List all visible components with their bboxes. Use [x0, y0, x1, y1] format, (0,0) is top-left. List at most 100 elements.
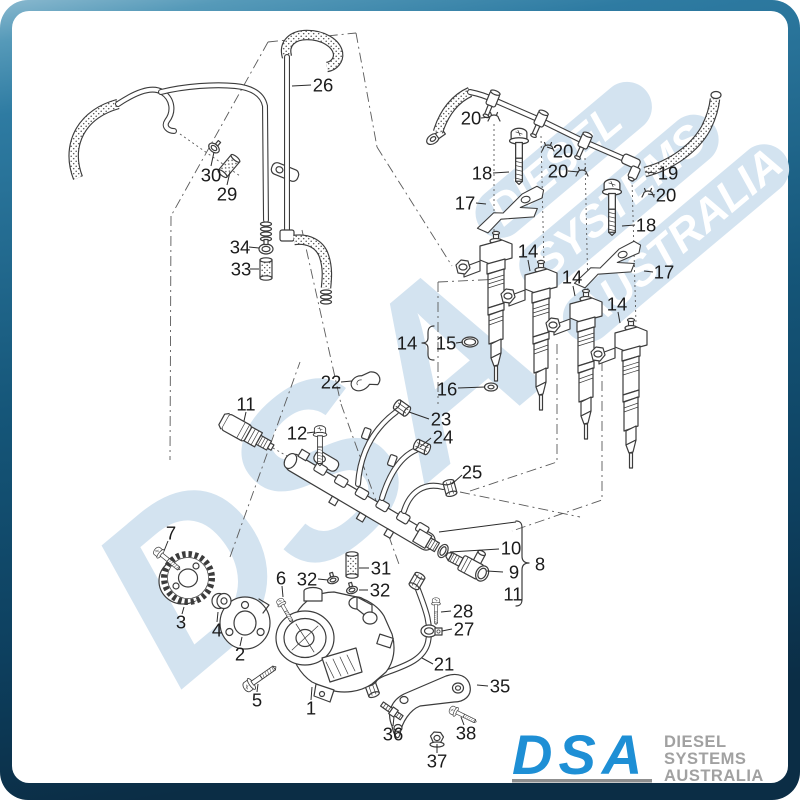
projection-lines [169, 32, 637, 568]
part-number-23: 23 [431, 408, 452, 429]
part-number-18: 18 [636, 214, 657, 235]
leader-line-30 [210, 151, 215, 167]
leader-line-14 [572, 285, 576, 297]
fitting-sleeve-31 [345, 551, 359, 579]
part-number-34: 34 [230, 236, 251, 257]
drive-hub-2 [219, 596, 271, 650]
elbow-connector-19 [621, 153, 641, 182]
diagram-art [68, 29, 722, 748]
leader-line-22 [340, 380, 353, 383]
leader-line-16 [457, 386, 486, 389]
leader-line-17 [475, 202, 487, 205]
part-number-27: 27 [454, 618, 475, 639]
rail-end-group-8 [437, 520, 530, 607]
return-rail-assembly [426, 87, 722, 291]
part-number-2: 2 [235, 643, 245, 664]
leader-line-9 [486, 570, 504, 573]
leader-line-18 [621, 224, 636, 227]
leader-line-20 [480, 116, 491, 119]
stud-36 [379, 701, 404, 721]
support-bracket-35 [389, 673, 471, 739]
leader-line-24 [419, 437, 432, 448]
pressure-valve-9 [445, 549, 490, 582]
high-pressure-pump-1 [275, 586, 395, 703]
leader-line-38 [460, 716, 465, 726]
leader-line-3 [181, 606, 185, 615]
leader-line-28 [440, 610, 452, 613]
dsa-logo: DSA DIESEL SYSTEMS AUSTRALIA [512, 723, 764, 786]
brace-8 [515, 520, 530, 607]
leader-line-15 [455, 341, 464, 344]
leader-line-18 [492, 171, 510, 174]
part-number-6: 6 [276, 567, 286, 588]
part-number-14: 14 [607, 293, 628, 314]
part-number-24: 24 [433, 426, 454, 447]
injector-pipes [355, 398, 459, 514]
hose-sleeve-33 [259, 257, 273, 281]
leader-line-29 [226, 171, 231, 186]
part-number-20: 20 [461, 107, 482, 128]
leader-line-32 [317, 578, 329, 581]
bushing-4 [211, 592, 232, 610]
callout-layer: 2630293433221112232425109118282721353837… [163, 74, 678, 771]
leader-line-21 [421, 657, 434, 665]
part-number-32: 32 [370, 579, 391, 600]
dsa-logo-word: AUSTRALIA [664, 767, 764, 785]
leader-line-17 [643, 270, 654, 273]
part-number-18: 18 [472, 162, 493, 183]
part-number-25: 25 [462, 461, 483, 482]
part-number-4: 4 [212, 619, 222, 640]
leader-line-4 [216, 611, 219, 623]
part-number-22: 22 [321, 371, 342, 392]
leader-line-35 [476, 684, 489, 687]
hose-clamp-30 [208, 139, 222, 154]
part-number-3: 3 [176, 611, 186, 632]
part-number-15: 15 [436, 332, 457, 353]
leader-line-1 [310, 686, 313, 701]
washer-16 [483, 382, 499, 392]
hose-sleeve-29 [217, 153, 241, 179]
part-number-7: 7 [166, 522, 176, 543]
leader-line-20 [567, 170, 580, 173]
part-number-16: 16 [437, 378, 458, 399]
part-number-28: 28 [453, 600, 474, 621]
dsa-logo-word: SYSTEMS [664, 750, 746, 768]
part-number-29: 29 [217, 183, 238, 204]
part-number-10: 10 [501, 537, 522, 558]
leader-line-20 [546, 146, 554, 150]
leader-line-2 [239, 636, 243, 647]
part-number-8: 8 [535, 553, 545, 574]
leader-line-19 [644, 171, 657, 174]
part-number-31: 31 [371, 557, 392, 578]
pipe-clamp-27 [420, 624, 443, 638]
part-number-37: 37 [427, 750, 448, 771]
hose-clamp-34 [258, 238, 274, 255]
part-number-5: 5 [252, 689, 262, 710]
leader-line-26 [291, 84, 312, 87]
leader-line-10 [449, 548, 500, 553]
part-number-20: 20 [553, 140, 574, 161]
part-number-1: 1 [306, 697, 316, 718]
part-number-20: 20 [656, 184, 677, 205]
part-number-36: 36 [383, 723, 404, 744]
part-number-14: 14 [518, 240, 539, 261]
part-number-9: 9 [509, 561, 519, 582]
part-number-17: 17 [455, 192, 476, 213]
part-number-20: 20 [548, 160, 569, 181]
leader-line-12 [306, 431, 316, 434]
brace-14 [421, 325, 435, 361]
pipe-clip-22 [350, 371, 381, 392]
part-number-30: 30 [201, 164, 222, 185]
part-number-14: 14 [397, 332, 418, 353]
leader-line-27 [441, 628, 453, 632]
leader-line-23 [408, 411, 430, 420]
leader-line-20 [647, 193, 656, 196]
part-number-21: 21 [434, 653, 455, 674]
part-number-12: 12 [287, 422, 308, 443]
part-number-26: 26 [313, 74, 334, 95]
washer-10 [437, 543, 449, 559]
o-ring-15 [461, 336, 479, 348]
part-number-35: 35 [490, 675, 511, 696]
